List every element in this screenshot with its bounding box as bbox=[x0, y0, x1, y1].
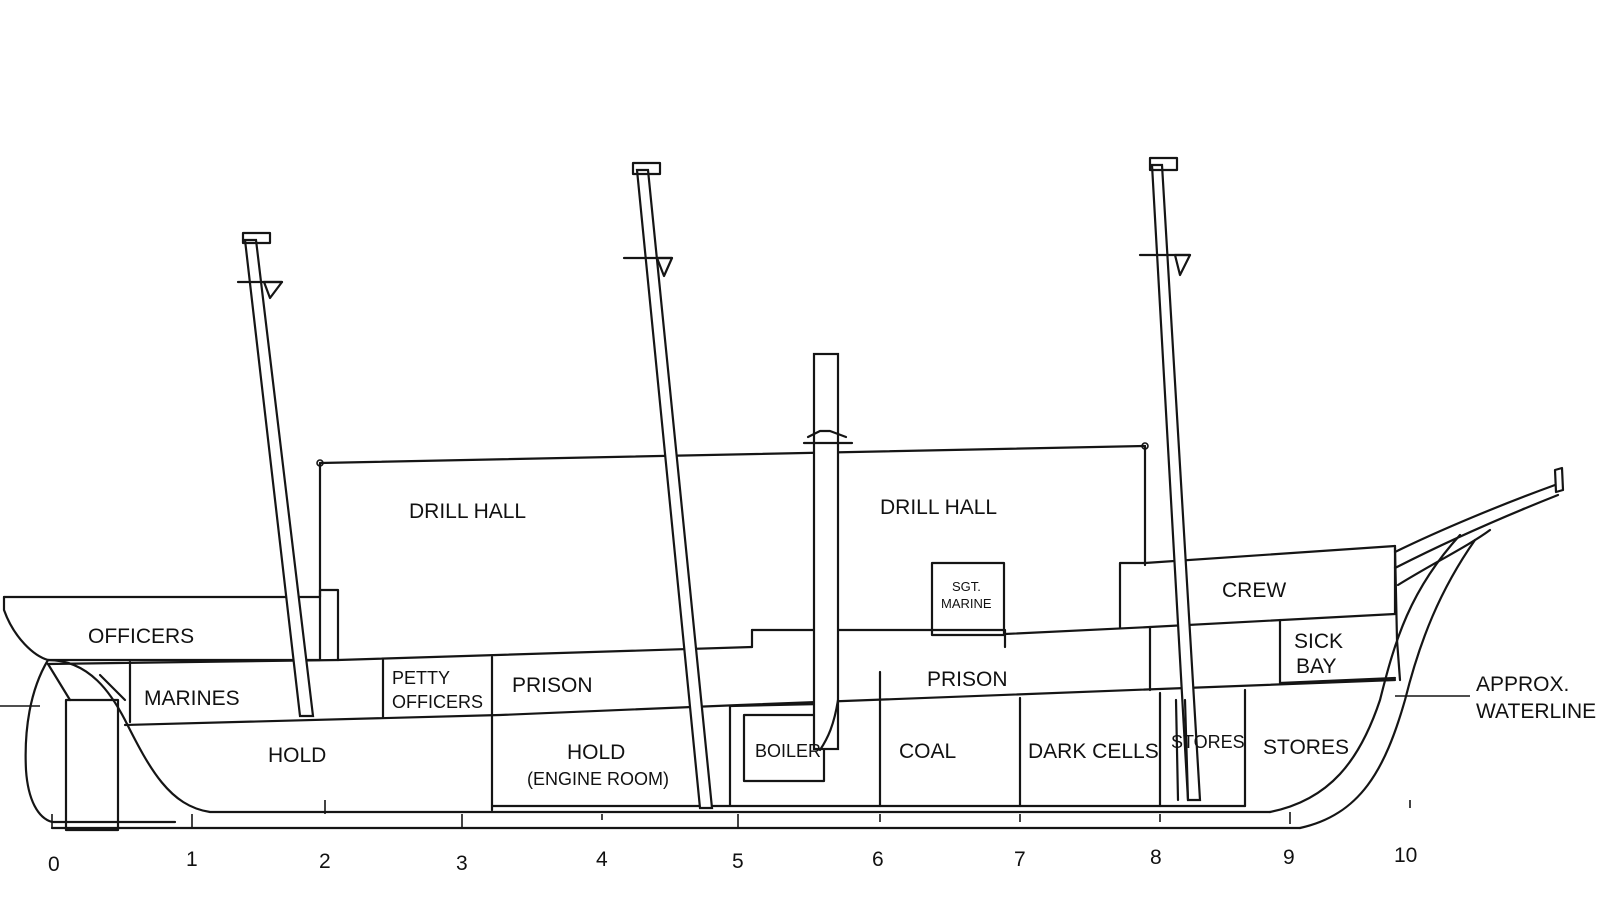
scale-tick: 10 bbox=[1394, 844, 1417, 867]
label-sgt-marine-2: MARINE bbox=[941, 596, 992, 611]
label-sgt-marine-1: SGT. bbox=[952, 579, 981, 594]
label-petty-officers-2: OFFICERS bbox=[392, 692, 483, 712]
label-prison-fwd: PRISON bbox=[927, 668, 1008, 691]
scale-bar: 0 1 2 3 4 5 6 7 8 9 10 bbox=[48, 800, 1417, 876]
label-waterline-2: WATERLINE bbox=[1476, 700, 1596, 723]
scale-tick: 2 bbox=[319, 850, 331, 873]
masts bbox=[236, 156, 1202, 810]
scale-tick: 5 bbox=[732, 850, 744, 873]
hull bbox=[2, 466, 1565, 830]
scale-tick: 1 bbox=[186, 848, 198, 871]
label-prison-aft: PRISON bbox=[512, 674, 593, 697]
scale-tick: 9 bbox=[1283, 846, 1295, 869]
scale-tick: 4 bbox=[596, 848, 608, 871]
label-marines: MARINES bbox=[144, 687, 240, 710]
scale-tick: 6 bbox=[872, 848, 884, 871]
funnel bbox=[812, 352, 840, 751]
label-sick-bay-2: BAY bbox=[1296, 655, 1336, 678]
scale-tick: 8 bbox=[1150, 846, 1162, 869]
label-hold-engine-1: HOLD bbox=[567, 741, 625, 764]
label-drill-hall-fwd: DRILL HALL bbox=[880, 496, 997, 519]
scale-tick: 7 bbox=[1014, 848, 1026, 871]
label-stores-small: STORES bbox=[1171, 732, 1245, 752]
label-petty-officers-1: PETTY bbox=[392, 668, 450, 688]
label-coal: COAL bbox=[899, 740, 956, 763]
fore-mast bbox=[1150, 163, 1202, 802]
label-drill-hall-aft: DRILL HALL bbox=[409, 500, 526, 523]
label-hold-aft: HOLD bbox=[268, 744, 326, 767]
label-waterline-1: APPROX. bbox=[1476, 673, 1569, 696]
deck-structure bbox=[2, 442, 1397, 832]
scale-tick: 3 bbox=[456, 852, 468, 875]
label-officers: OFFICERS bbox=[88, 625, 194, 648]
label-crew: CREW bbox=[1222, 579, 1286, 602]
label-hold-engine-2: (ENGINE ROOM) bbox=[527, 769, 669, 789]
main-mast bbox=[635, 168, 714, 810]
scale-tick: 0 bbox=[48, 853, 60, 876]
compartment-labels: DRILL HALL DRILL HALL OFFICERS MARINES P… bbox=[88, 496, 1596, 789]
label-boiler: BOILER bbox=[755, 741, 821, 761]
waterline bbox=[0, 695, 1470, 707]
label-stores: STORES bbox=[1263, 736, 1349, 759]
mizzen-mast bbox=[243, 238, 315, 718]
label-sick-bay-1: SICK bbox=[1294, 630, 1343, 653]
label-dark-cells: DARK CELLS bbox=[1028, 740, 1159, 763]
